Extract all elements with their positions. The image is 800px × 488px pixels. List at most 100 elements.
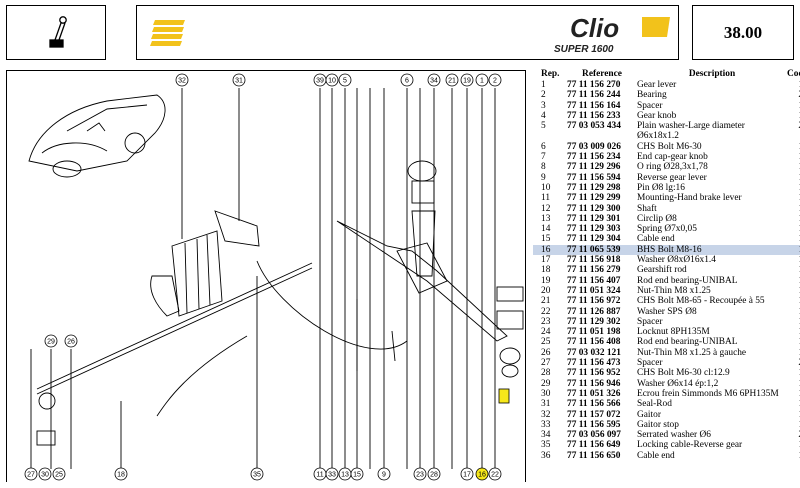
row-description: End cap-gear knob [637,152,708,163]
row-coef: 1 [787,255,800,265]
svg-text:10: 10 [328,78,336,85]
row-reference: 77 11 065 539 [567,244,637,256]
row-reference: 77 03 032 121 [567,347,621,358]
callout-28: 28 [427,467,441,481]
row-reference: 77 11 051 326 [567,388,621,399]
row-reference: 77 11 156 594 [567,172,621,183]
model-logo-panel: Clio SUPER 1600 [136,5,679,60]
row-rep: 18 [541,265,551,276]
callout-13: 13 [338,467,352,481]
row-description: CHS Bolt M8-65 - Recoupée à 55 [637,296,765,307]
row-reference: 77 11 156 952 [567,368,621,379]
stripes-decoration [150,20,185,46]
row-coef: 1 [787,173,800,183]
row-coef: 2 [787,121,800,142]
row-description: Gearshift rod [637,265,687,276]
row-reference: 77 11 156 566 [567,399,621,410]
svg-text:17: 17 [463,472,471,479]
row-rep: 8 [541,162,546,173]
row-reference: 77 11 156 972 [567,296,621,307]
row-coef: 2 [787,358,800,368]
row-description: Spacer [637,358,663,369]
row-description: Reverse gear lever [637,172,707,183]
row-rep: 27 [541,358,551,369]
row-rep: 20 [541,285,551,296]
row-rep: 32 [541,409,551,420]
row-description: CHS Bolt M6-30 [637,141,702,152]
row-coef: 2 [787,90,800,100]
row-description: Circlip Ø8 [637,213,677,224]
row-description: Gear knob [637,110,677,121]
row-reference: 77 11 051 324 [567,285,621,296]
row-rep: 11 [541,193,551,204]
row-description: Cable end [637,450,675,461]
table-row[interactable]: 277 11 156 244Bearing2 [533,90,800,100]
col-reference: Reference [582,68,622,79]
row-reference: 77 11 156 649 [567,440,621,451]
row-rep: 36 [541,450,551,461]
row-description: Nut-Thin M8 x1.25 [637,285,711,296]
row-coef: 1 [787,420,800,430]
row-reference: 77 03 009 026 [567,141,621,152]
page-number: 38.00 [723,23,763,42]
callout-35: 35 [250,467,264,481]
row-rep: 31 [541,399,551,410]
row-rep: 5 [541,121,546,132]
svg-text:6: 6 [405,78,409,85]
row-coef: 1 [787,193,800,203]
svg-text:25: 25 [55,472,63,479]
row-reference: 77 11 156 164 [567,100,621,111]
row-coef: 1 [787,399,800,409]
callout-19: 19 [460,73,474,87]
callout-18: 18 [114,467,128,481]
row-description: Spring Ø7x0,05 [637,224,697,235]
svg-text:31: 31 [235,78,243,85]
table-row[interactable]: 377 11 156 164Spacer1 [533,101,800,111]
row-description: Shaft [637,203,657,214]
col-coef: Coef [787,68,800,79]
row-rep: 4 [541,110,546,121]
svg-text:35: 35 [253,472,261,479]
row-description: Washer Ø6x14 ép:1,2 [637,378,719,389]
callout-16-highlighted: 16 [475,467,489,481]
row-coef: 1 [787,379,800,389]
row-reference: 77 11 129 299 [567,193,621,204]
row-reference: 77 03 053 434 [567,121,621,132]
parts-table: Rep. Reference Description Coef 177 11 1… [533,68,800,461]
svg-text:28: 28 [430,472,438,479]
